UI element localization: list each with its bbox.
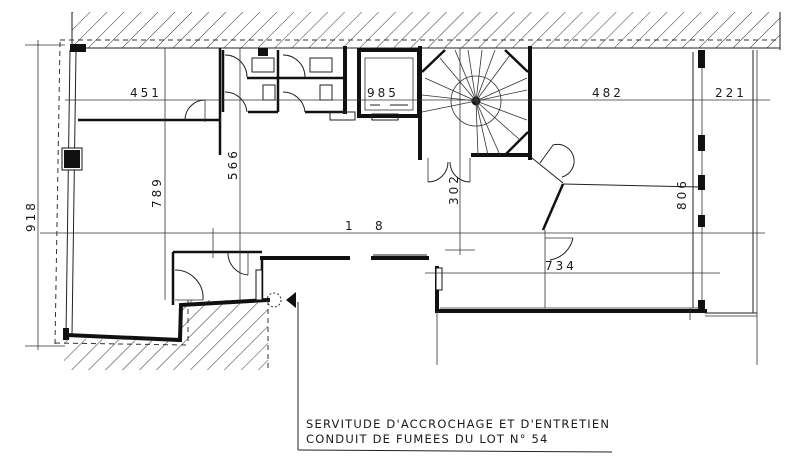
dimension-lines [25,40,770,365]
note-line-1: SERVITUDE D'ACCROCHAGE ET D'ENTRETIEN [306,417,611,431]
easement-note: SERVITUDE D'ACCROCHAGE ET D'ENTRETIEN CO… [306,417,610,447]
left-room-partition [78,48,222,155]
dim-451: 451 [130,86,162,100]
dim-806: 806 [675,178,689,210]
central-walls [255,254,429,302]
bottom-left-wall [63,297,271,343]
bottom-hatched-wall [54,300,269,370]
dim-566: 566 [226,148,240,180]
dim-221: 221 [715,86,747,100]
right-room [435,50,707,313]
wc-block [221,46,356,121]
dim-918: 918 [24,200,38,232]
dim-482: 482 [592,86,624,100]
dim-302: 302 [447,173,461,205]
dim-central-b: 8 [375,219,386,233]
dim-985: 985 [367,86,399,100]
chimney-duct-marker [266,292,613,453]
dim-734: 734 [545,259,577,273]
storage-room [171,250,262,305]
spiral-staircase [418,46,532,183]
note-line-2: CONDUIT DE FUMEES DU LOT N° 54 [306,432,549,446]
dim-central-a: 1 [345,219,356,233]
left-wall [54,41,86,346]
dim-789: 789 [150,176,164,208]
top-hatched-wall [60,12,781,50]
elevator-shaft [357,48,421,121]
balcony [705,50,758,365]
